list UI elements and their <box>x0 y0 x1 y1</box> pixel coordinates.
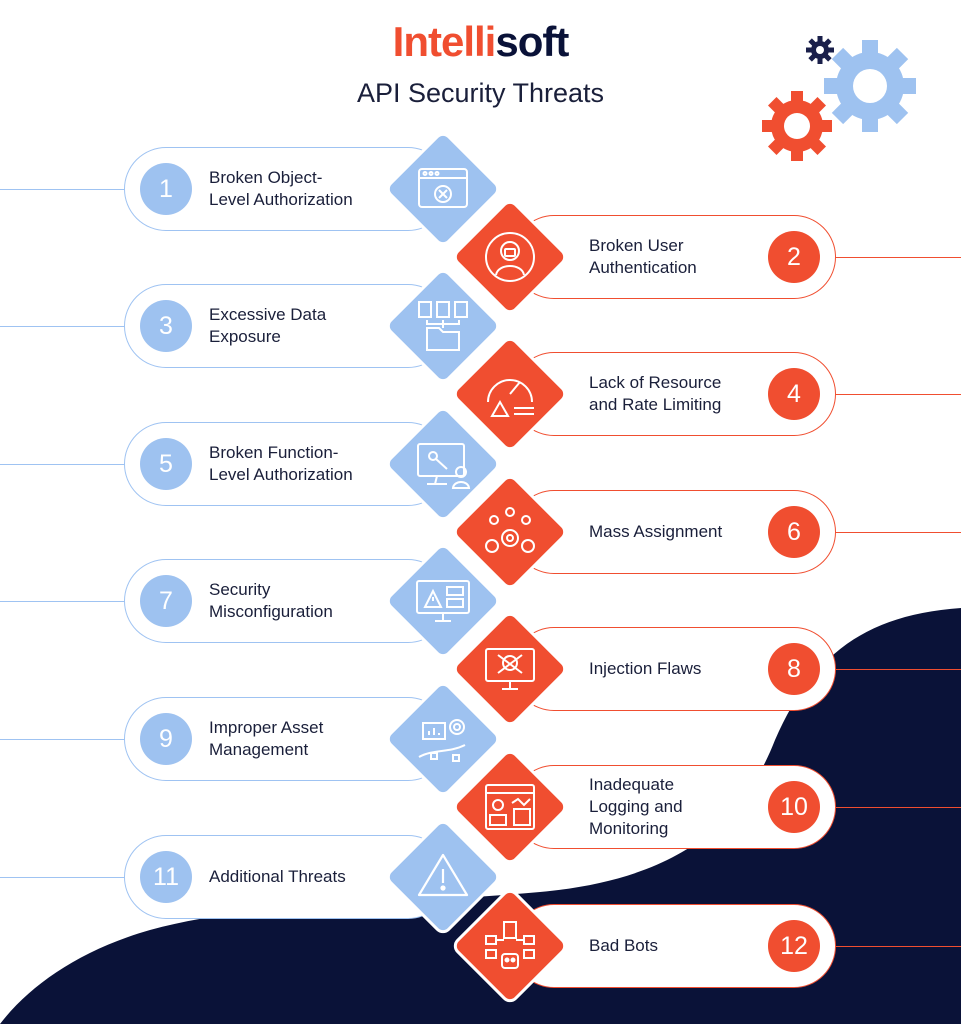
threat-label-1: Broken Object- Level Authorization <box>209 168 353 209</box>
brand-logo-part1: Intelli <box>392 18 497 65</box>
page-title: API Security Threats <box>356 78 605 108</box>
brand-logo-part2: soft <box>495 18 569 65</box>
orange-gear-icon <box>762 91 832 161</box>
brand-logo: Intellisoft <box>0 18 961 66</box>
connector-line-3 <box>0 326 130 327</box>
connector-line-6 <box>832 532 961 533</box>
connector-line-10 <box>832 807 961 808</box>
threat-number-8: 8 <box>768 643 820 695</box>
connector-line-9 <box>0 739 130 740</box>
threat-number-9: 9 <box>140 713 192 765</box>
threat-number-1: 1 <box>140 163 192 215</box>
threat-label-11: Additional Threats <box>209 867 346 886</box>
threat-label-6: Mass Assignment <box>589 522 723 541</box>
threat-label-3: Excessive Data Exposure <box>209 305 327 346</box>
threat-number-10: 10 <box>768 781 820 833</box>
threat-number-2: 2 <box>768 231 820 283</box>
threat-label-4: Lack of Resource and Rate Limiting <box>589 373 722 414</box>
large-blue-gear-icon <box>824 40 916 132</box>
threat-label-12: Bad Bots <box>589 936 658 955</box>
threat-label-9: Improper Asset Management <box>209 718 324 759</box>
small-navy-gear-icon <box>806 36 834 64</box>
threat-number-3: 3 <box>140 300 192 352</box>
connector-line-12 <box>832 946 961 947</box>
threat-number-12: 12 <box>768 920 820 972</box>
threat-number-4: 4 <box>768 368 820 420</box>
connector-line-1 <box>0 189 130 190</box>
connector-line-5 <box>0 464 130 465</box>
connector-line-8 <box>832 669 961 670</box>
threat-number-7: 7 <box>140 575 192 627</box>
threat-label-10: Inadequate Logging and Monitoring <box>589 775 683 838</box>
threat-label-5: Broken Function- Level Authorization <box>209 443 353 484</box>
connector-line-4 <box>832 394 961 395</box>
threat-label-7: Security Misconfiguration <box>209 580 333 621</box>
threat-label-8: Injection Flaws <box>589 659 702 678</box>
threat-number-6: 6 <box>768 506 820 558</box>
connector-line-2 <box>832 257 961 258</box>
connector-line-11 <box>0 877 130 878</box>
threat-label-2: Broken User Authentication <box>589 236 697 277</box>
connector-line-7 <box>0 601 130 602</box>
gears-icon <box>762 36 916 161</box>
threat-number-5: 5 <box>140 438 192 490</box>
threat-number-11: 11 <box>140 851 192 903</box>
